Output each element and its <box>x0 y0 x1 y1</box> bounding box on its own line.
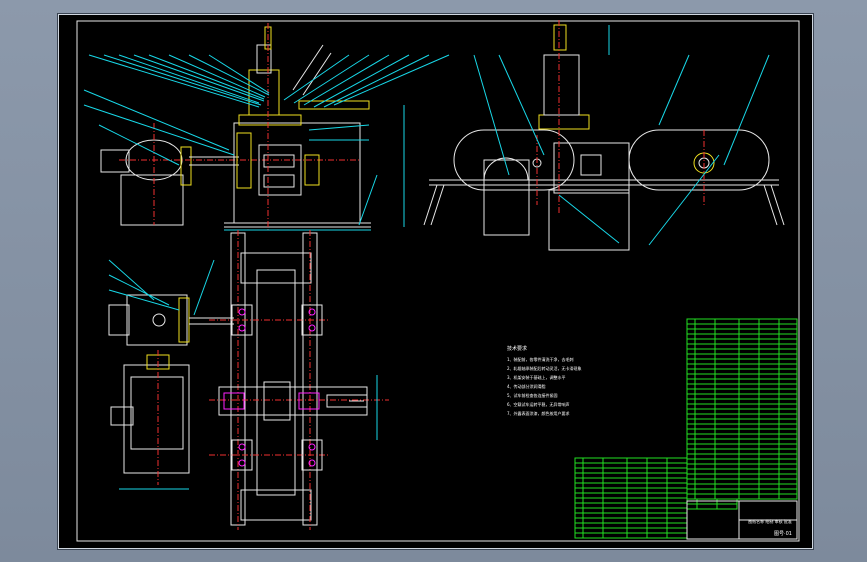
side-view <box>423 20 785 251</box>
front-coupling <box>180 146 192 186</box>
side-motor-right <box>548 189 630 251</box>
note-line-2: 2、轧辊轴承装配后转动灵活，无卡滞现象 <box>507 365 582 371</box>
title-company: 图纸名称 绘制 审核 批准 <box>748 518 792 524</box>
inner-border <box>76 20 800 542</box>
note-line-4: 4、传动部分涂润滑脂 <box>507 383 546 389</box>
notes-heading: 技术要求 <box>507 345 527 352</box>
title-drawing-no: 图号·01 <box>774 531 792 537</box>
front-motor-end <box>100 149 130 173</box>
note-line-1: 1、装配前，各零件清洗干净，去毛刺 <box>507 356 574 362</box>
drawing-canvas: 技术要求 1、装配前，各零件清洗干净，去毛刺 2、轧辊轴承装配后转动灵活，无卡滞… <box>76 20 800 542</box>
side-motor-left <box>483 159 530 236</box>
note-line-3: 3、机架安装于基础上，调整水平 <box>507 374 566 380</box>
parts-table-left <box>574 457 688 539</box>
note-line-6: 6、空载试车运转平稳，无异常响声 <box>507 401 570 407</box>
parts-table-right <box>686 318 798 500</box>
parts-list <box>574 318 798 539</box>
note-line-7: 7、外露表面涂漆，颜色按用户要求 <box>507 410 570 416</box>
note-line-5: 5、试车前检查各连接件紧固 <box>507 392 558 398</box>
title-block: 图纸名称 绘制 审核 批准 图号·01 <box>686 500 798 540</box>
drawing-sheet: 技术要求 1、装配前，各零件清洗干净，去毛刺 2、轧辊轴承装配后转动灵活，无卡滞… <box>58 14 813 549</box>
tech-notes: 技术要求 1、装配前，各零件清洗干净，去毛刺 2、轧辊轴承装配后转动灵活，无卡滞… <box>507 345 582 416</box>
front-frame <box>233 122 361 224</box>
front-motor-base <box>120 174 184 226</box>
plan-view <box>108 230 389 530</box>
front-leaders <box>83 54 450 166</box>
front-view <box>83 23 450 231</box>
